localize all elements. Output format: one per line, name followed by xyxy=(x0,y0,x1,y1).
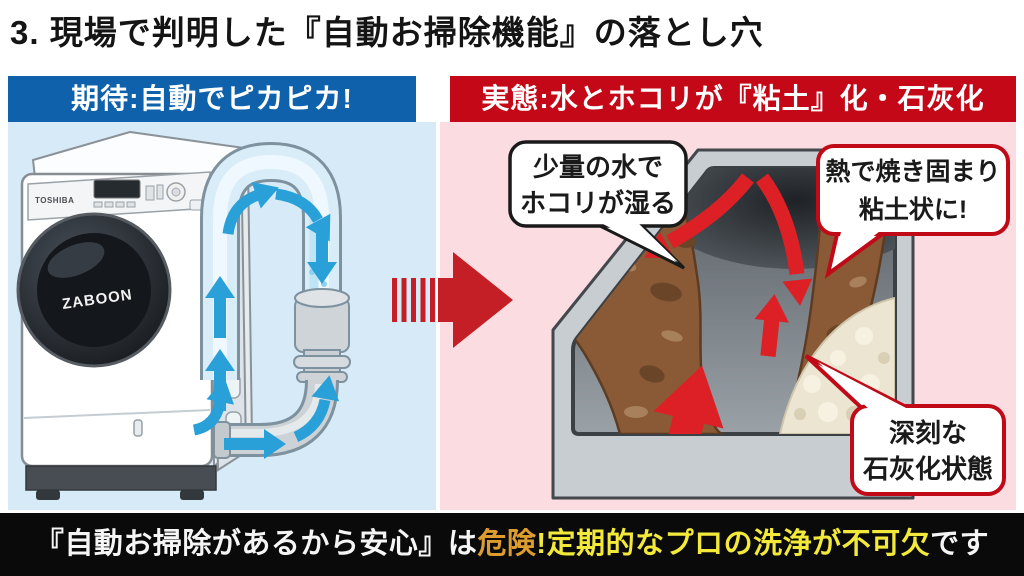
water-flow-arrow-icon xyxy=(205,276,235,338)
page-title: 3. 現場で判明した『自動お掃除機能』の落とし穴 xyxy=(10,14,764,51)
heat-flow-arrow-icon xyxy=(653,365,724,434)
right-panel-header: 実態:水とホコリが『粘土』化・石灰化 xyxy=(450,76,1016,122)
water-flow-arrow-icon xyxy=(293,375,340,442)
callout-heat-bubble: 熱で焼き固まり 粘土状に! xyxy=(816,144,1010,279)
callout-calc-line1: 深刻な xyxy=(889,418,967,448)
water-flow-arrow-icon xyxy=(205,349,235,411)
footer-suffix: です xyxy=(930,528,990,560)
callout-wet-line2: ホコリが湿る xyxy=(520,188,676,218)
callout-calc-bubble: 深刻な 石灰化状態 xyxy=(804,354,1006,496)
footer-banner: 『自動お掃除があるから安心』は危険!定期的なプロの洗浄が不可欠です xyxy=(0,513,1024,576)
machine-brand-label: TOSHIBA xyxy=(35,196,74,205)
panel-buttons xyxy=(93,184,164,208)
water-flow-arrow-icon xyxy=(307,222,337,284)
washer-door: ZABOON xyxy=(16,212,172,368)
lcd-display xyxy=(93,179,141,199)
water-flow-arrow-icon xyxy=(192,378,234,436)
drain-tube xyxy=(200,141,342,380)
left-panel-body: TOSHIBA ZABOON xyxy=(8,122,436,510)
callout-wet-line1: 少量の水で xyxy=(532,152,663,182)
callout-wet-bubble: 少量の水で ホコリが湿る xyxy=(508,140,688,270)
water-flow-arrow-icon xyxy=(222,182,279,235)
water-flow-arrow-icon xyxy=(224,429,286,459)
left-panel-header: 期待:自動でピカピカ! xyxy=(8,76,416,122)
water-flow-arrows xyxy=(192,182,340,459)
callout-heat-line2: 粘土状に! xyxy=(859,196,967,224)
footer-emphasis: !定期的なプロの洗浄が不可欠 xyxy=(536,528,931,560)
footer-prefix: 『自動お掃除があるから安心』は xyxy=(34,528,478,560)
callout-heat-line1: 熱で焼き固まり xyxy=(825,158,1000,186)
transition-arrow-icon xyxy=(392,252,513,348)
callout-calc-line2: 石灰化状態 xyxy=(862,454,993,484)
heat-flow-arrow-icon xyxy=(754,294,789,357)
heat-flow-arrows xyxy=(644,173,813,434)
heat-flow-arrow-icon xyxy=(755,173,813,306)
duct-interior-illustration: 少量の水で ホコリが湿る 熱で焼き固まり 粘土状に! 深刻な 石灰化状態 xyxy=(508,140,1010,500)
washing-machine-illustration: TOSHIBA ZABOON xyxy=(16,131,351,500)
footer-danger: 危険 xyxy=(477,528,537,560)
right-panel-body: 少量の水で ホコリが湿る 熱で焼き固まり 粘土状に! 深刻な 石灰化状態 xyxy=(440,122,1016,510)
washer-control-panel: TOSHIBA xyxy=(27,171,211,221)
washer-base xyxy=(25,465,217,500)
water-flow-arrow-icon xyxy=(275,188,331,242)
